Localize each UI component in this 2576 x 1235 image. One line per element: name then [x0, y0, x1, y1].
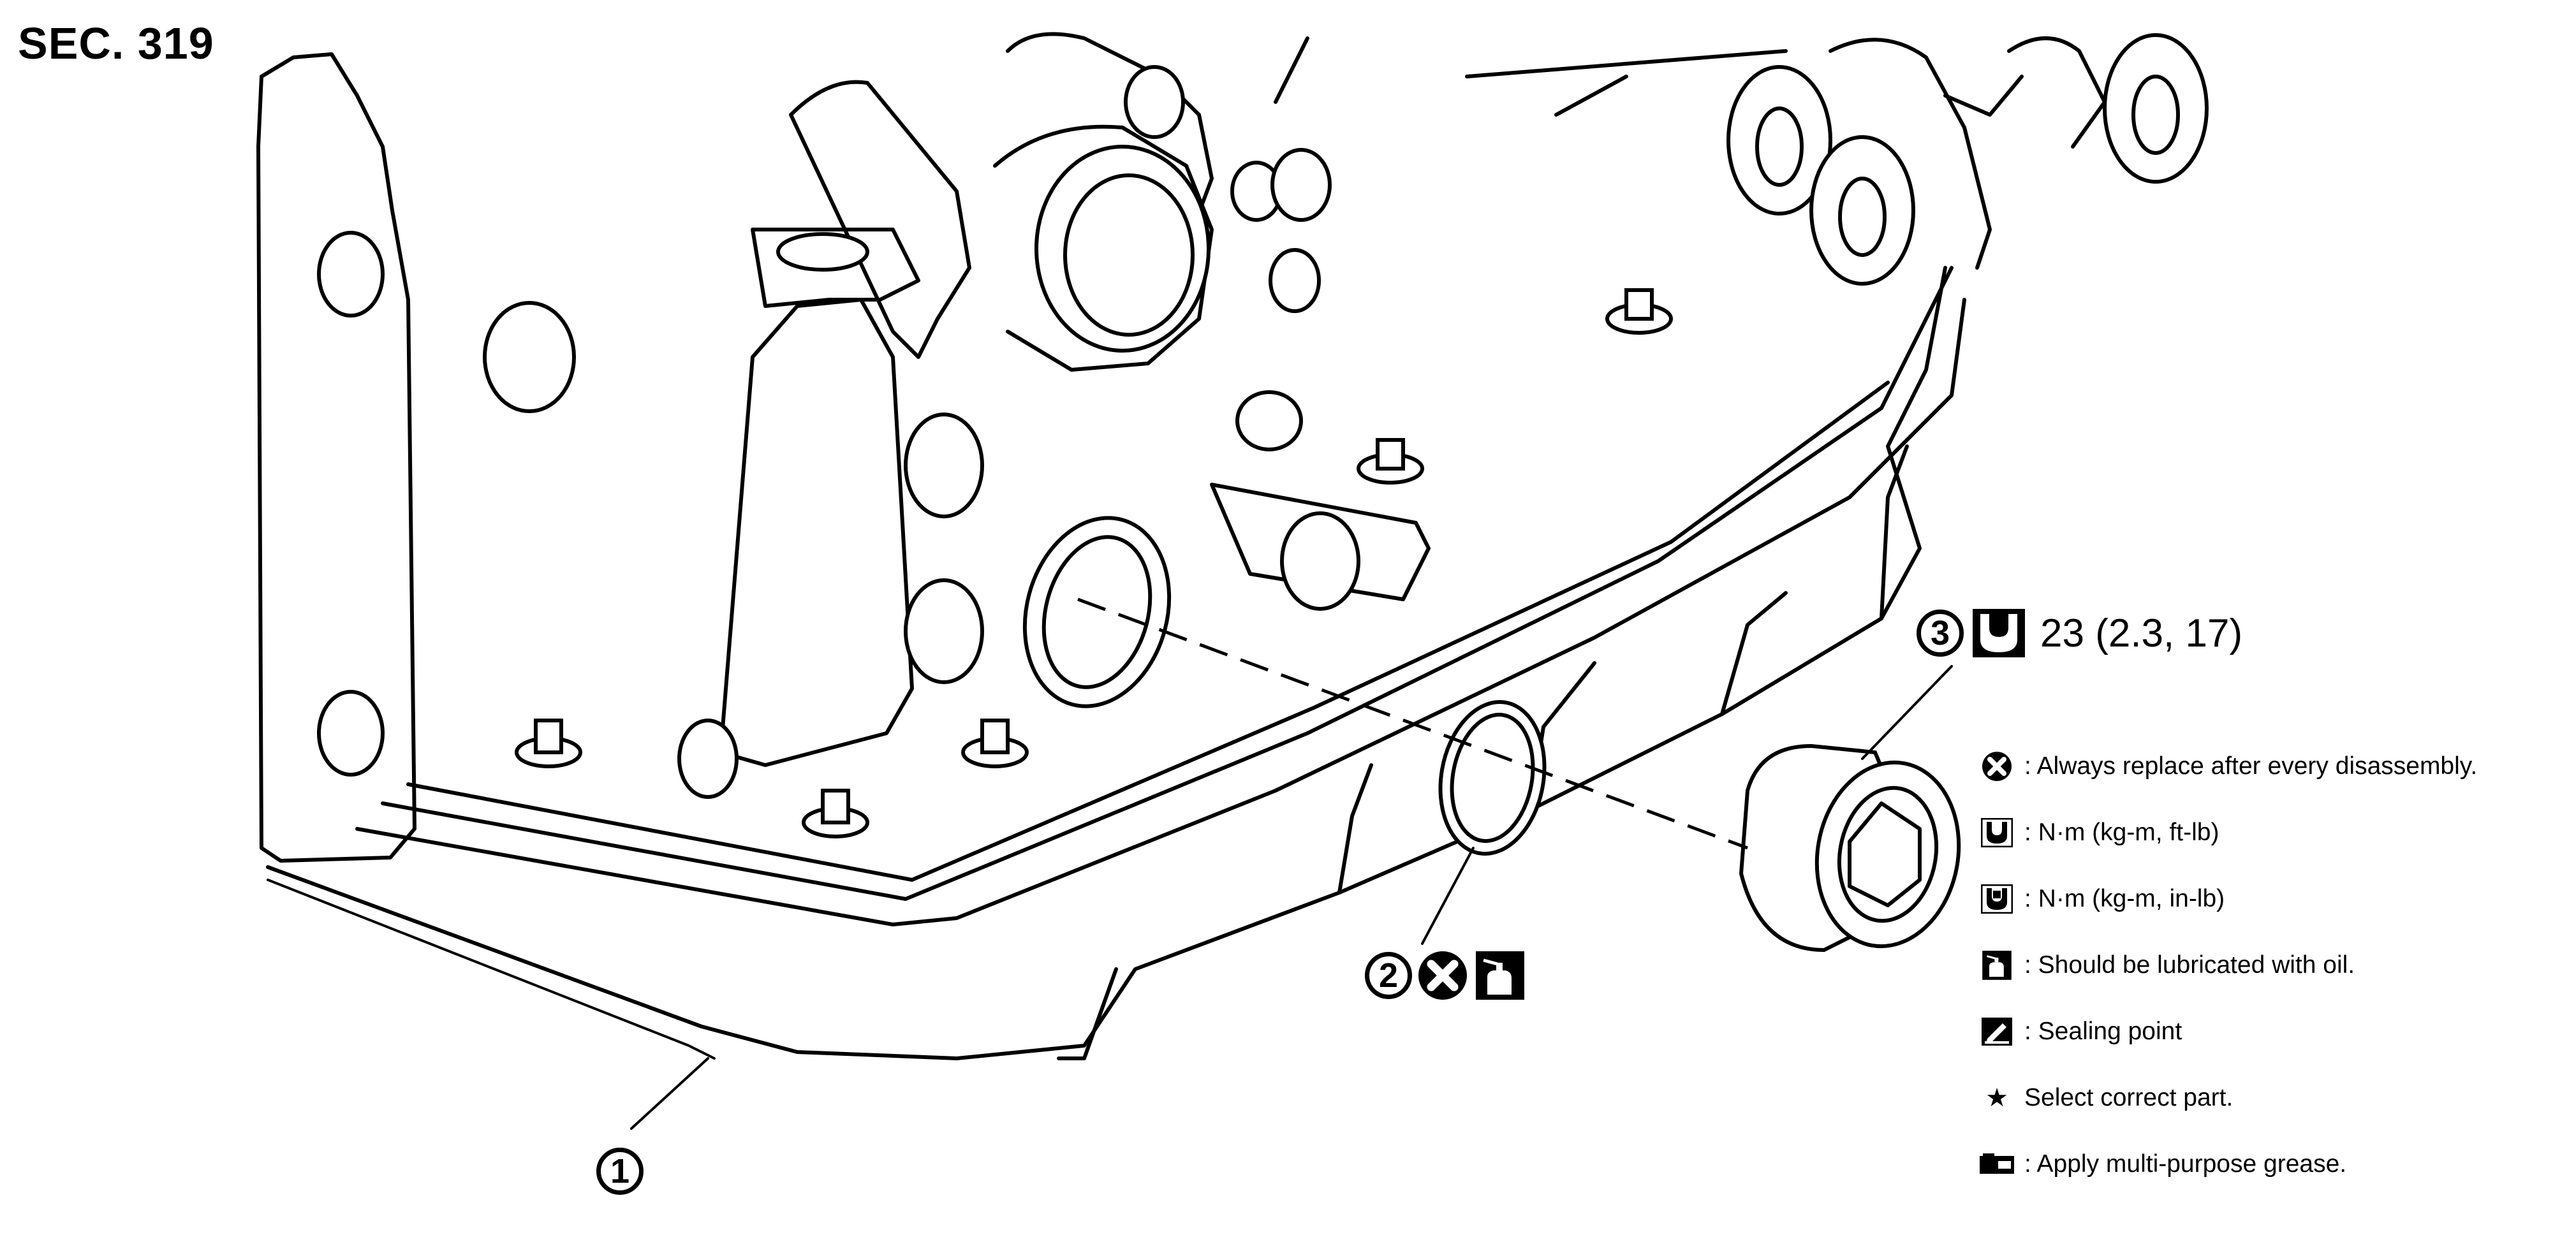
legend-text: : Apply multi-purpose grease.	[2024, 1150, 2347, 1178]
pan-bolts	[317, 231, 1673, 838]
legend-row-torque-inlb: : N·m (kg-m, in-lb)	[1977, 866, 2477, 932]
legend-row-sealing: : Sealing point	[1977, 998, 2477, 1065]
oil-can-icon	[1982, 951, 2012, 980]
legend-text: : N·m (kg-m, in-lb)	[2024, 885, 2225, 912]
leader-line-3	[1861, 665, 1953, 760]
torque-wrench-icon	[1981, 818, 2013, 847]
star-icon: ★	[1985, 1084, 2008, 1112]
section-label: SEC. 319	[18, 18, 214, 68]
legend-text: : N·m (kg-m, ft-lb)	[2024, 819, 2219, 846]
part-number-3: 3	[1917, 610, 1964, 657]
always-replace-icon	[1982, 752, 2012, 781]
transmission-housing	[719, 32, 2209, 767]
grease-icon	[1980, 1153, 2014, 1174]
torque-wrench-icon	[1973, 609, 2025, 657]
legend-row-always-replace: : Always replace after every disassembly…	[1977, 733, 2477, 800]
part-number-1: 1	[596, 1148, 644, 1195]
callout-part-3: 3 23 (2.3, 17)	[1917, 608, 2242, 659]
drain-hole	[1022, 516, 1172, 708]
leader-line-1	[630, 1057, 709, 1130]
torque-spec: 23 (2.3, 17)	[2040, 611, 2243, 655]
legend-text: : Sealing point	[2024, 1018, 2182, 1045]
leader-line-2	[1421, 847, 1475, 945]
legend-row-torque-ftlb: : N·m (kg-m, ft-lb)	[1977, 800, 2477, 866]
legend-row-select-part: ★ Select correct part.	[1977, 1065, 2477, 1131]
drain-plug	[1739, 743, 1961, 953]
legend-row-lubricate: : Should be lubricated with oil.	[1977, 932, 2477, 998]
symbol-legend: : Always replace after every disassembly…	[1977, 733, 2477, 1197]
gasket	[1438, 700, 1547, 856]
legend-text: Select correct part.	[2024, 1084, 2234, 1111]
callout-part-1: 1	[596, 1148, 644, 1195]
part-number-2: 2	[1365, 952, 1412, 999]
legend-text: : Always replace after every disassembly…	[2024, 752, 2478, 780]
always-replace-icon	[1418, 951, 1467, 1000]
sealing-point-icon	[1982, 1018, 2012, 1046]
legend-text: : Should be lubricated with oil.	[2024, 951, 2355, 979]
oil-can-icon	[1476, 951, 1524, 1000]
torque-wrench-inlb-icon	[1981, 884, 2013, 914]
legend-row-grease: : Apply multi-purpose grease.	[1977, 1131, 2477, 1197]
callout-part-2: 2	[1365, 950, 1526, 1001]
